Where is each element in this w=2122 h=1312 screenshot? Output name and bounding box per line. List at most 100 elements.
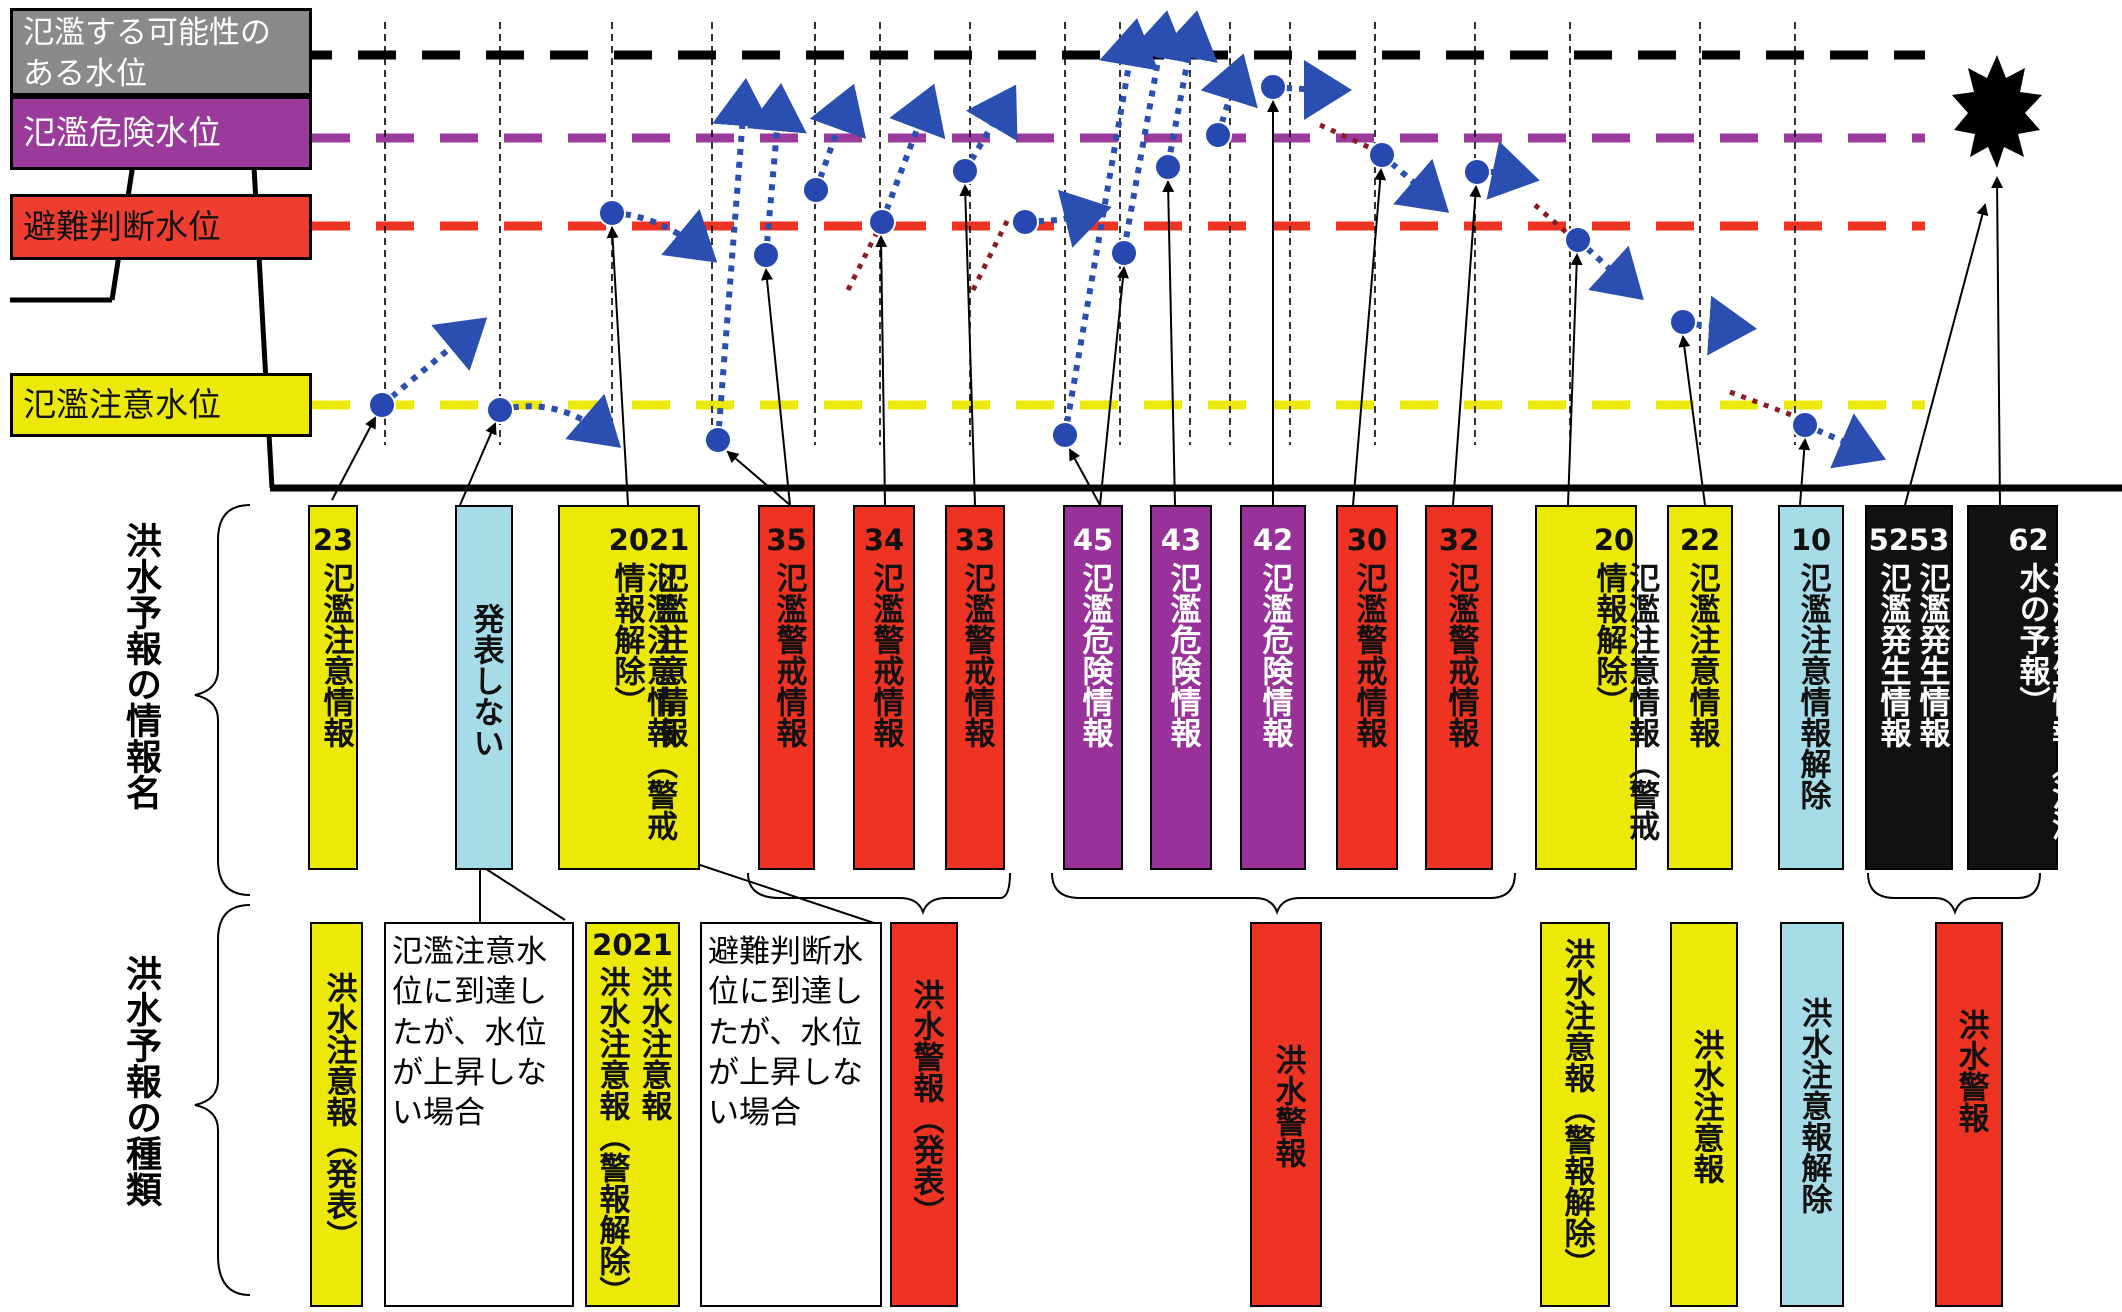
point-33b: [951, 157, 979, 185]
level-label-evac: 避難判断水位: [10, 194, 312, 260]
note-warn-level-not-rising: 氾濫注意水位に到達したが、水位が上昇しない場合: [384, 922, 574, 1307]
info-text: 氾濫注意情報: [1683, 562, 1720, 748]
info-box-43: 43 氾濫危険情報: [1150, 505, 1212, 870]
info-number: 34: [863, 523, 905, 557]
info-box-42: 42 氾濫危険情報: [1240, 505, 1306, 870]
point-33a: [868, 208, 896, 236]
point-35a: [704, 426, 732, 454]
level-label-overflow: 氾濫する可能性のある水位: [10, 8, 312, 96]
info-box-32: 32 氾濫警戒情報: [1425, 505, 1493, 870]
point-33c: [1011, 208, 1039, 236]
info-text: 氾濫警戒情報: [1350, 562, 1387, 748]
kind-box-2021: 2021 洪水注意報（警報解除） 洪水注意報: [585, 922, 680, 1307]
info-number: 32: [1438, 523, 1480, 557]
kind-text: 洪水注意報（警報解除）: [593, 966, 630, 1307]
brace-danger-group: [1051, 872, 1516, 915]
point-23: [368, 391, 396, 419]
info-text: 氾濫警戒情報: [867, 562, 904, 748]
row-label-kind: 洪水予報の種類: [120, 955, 161, 1207]
info-text: 氾濫発生情報（氾濫水の予報）: [2013, 562, 2083, 841]
point-34: [802, 176, 830, 204]
info-box-nopub: 発表しない: [455, 505, 513, 870]
level-label-danger: 氾濫危険水位: [10, 96, 312, 170]
info-text: 発表しない: [467, 603, 504, 758]
kind-text: 洪水注意報（警報解除）: [1558, 938, 1595, 1279]
info-box-20: 20 氾濫注意情報（警戒情報解除）: [1535, 505, 1659, 870]
info-text: 氾濫危険情報: [1256, 562, 1293, 748]
kind-text: 洪水注意報: [1687, 1029, 1724, 1184]
info-number: 42: [1252, 523, 1294, 557]
kind-box-flood-warning-issue: 洪水警報（発表）: [890, 922, 958, 1307]
point-43b: [1154, 153, 1182, 181]
info-box-62: 62 氾濫発生情報（氾濫水の予報）: [1967, 505, 2082, 870]
info-text-second: 氾濫発生情報: [1913, 562, 1950, 748]
kind-box-advisory-cancel: 洪水注意報解除: [1780, 922, 1844, 1307]
kind-text: 洪水警報: [1952, 1009, 1989, 1133]
info-text: 氾濫警戒情報: [958, 562, 995, 748]
flood-burst-icon: [1952, 55, 2042, 168]
point-42b: [1259, 73, 1287, 101]
trend-dotted-lines: [845, 122, 1806, 423]
point-30: [1368, 141, 1396, 169]
info-number: 2021: [608, 523, 690, 557]
info-text: 氾濫注意情報: [317, 562, 354, 748]
kind-text-second: 洪水注意報: [635, 966, 672, 1121]
kind-text: 洪水注意報（発表）: [320, 972, 357, 1251]
kind-number: 2021: [592, 928, 673, 962]
point-22: [1669, 308, 1697, 336]
info-number: 5253: [1868, 523, 1950, 557]
kind-box-flood-advisory-issue: 洪水注意報（発表）: [310, 922, 363, 1307]
info-box-34: 34 氾濫警戒情報: [853, 505, 915, 870]
point-20: [1564, 226, 1592, 254]
brace-overflow-group: [1867, 872, 2041, 915]
info-text: 氾濫警戒情報: [1442, 562, 1479, 748]
point-35b: [752, 241, 780, 269]
info-number: 35: [766, 523, 807, 557]
point-43a: [1110, 239, 1138, 267]
point-10: [1791, 411, 1819, 439]
brace-info: [194, 504, 251, 896]
point-2021: [598, 199, 626, 227]
brace-warn-group: [747, 872, 1011, 915]
level-label-warn: 氾濫注意水位: [10, 373, 312, 437]
kind-box-advisory-warning-cancel: 洪水注意報（警報解除）: [1540, 922, 1610, 1307]
info-box-10: 10 氾濫注意情報解除: [1778, 505, 1844, 870]
info-text: 氾濫注意情報解除: [1794, 562, 1831, 810]
info-box-30: 30 氾濫警戒情報: [1336, 505, 1398, 870]
info-number: 45: [1072, 523, 1114, 557]
point-42a: [1204, 121, 1232, 149]
kind-text: 洪水警報: [1269, 1044, 1306, 1168]
row-label-info: 洪水予報の情報名: [120, 522, 161, 810]
info-box-23: 23 氾濫注意情報: [308, 505, 358, 870]
info-number: 43: [1160, 523, 1202, 557]
info-number: 20: [1593, 523, 1635, 557]
info-box-33: 33 氾濫警戒情報: [945, 505, 1005, 870]
info-number: 30: [1346, 523, 1388, 557]
info-number: 10: [1790, 523, 1832, 557]
info-text: 氾濫注意情報（警戒情報解除）: [1590, 562, 1660, 841]
kind-box-flood-warning-danger: 洪水警報: [1250, 922, 1322, 1307]
kind-text: 洪水警報（発表）: [907, 979, 944, 1227]
info-box-5253: 5253 氾濫発生情報 氾濫発生情報: [1865, 505, 1953, 870]
info-number: 23: [312, 523, 354, 557]
point-nopub: [486, 396, 514, 424]
info-text: 氾濫注意情報（警戒情報解除）: [608, 562, 678, 841]
info-box-35: 35 氾濫警戒情報: [758, 505, 815, 870]
info-text: 氾濫警戒情報: [770, 562, 807, 748]
point-32: [1463, 158, 1491, 186]
kind-box-flood-warning-overflow: 洪水警報: [1935, 922, 2003, 1307]
info-number: 22: [1679, 523, 1721, 557]
pointer-arrows: [331, 100, 2004, 506]
braces: [194, 504, 2041, 1296]
brace-kind: [194, 904, 251, 1296]
info-box-45: 45 氾濫危険情報: [1063, 505, 1123, 870]
kind-text: 洪水注意報解除: [1795, 997, 1832, 1214]
info-text: 氾濫危険情報: [1076, 562, 1113, 748]
info-text-second: 氾濫注意情報: [651, 562, 688, 748]
info-box-22: 22 氾濫注意情報: [1667, 505, 1733, 870]
point-45: [1051, 421, 1079, 449]
info-text: 氾濫危険情報: [1164, 562, 1201, 748]
trend-arrows: [380, 10, 1887, 469]
kind-box-flood-advisory: 洪水注意報: [1670, 922, 1738, 1307]
